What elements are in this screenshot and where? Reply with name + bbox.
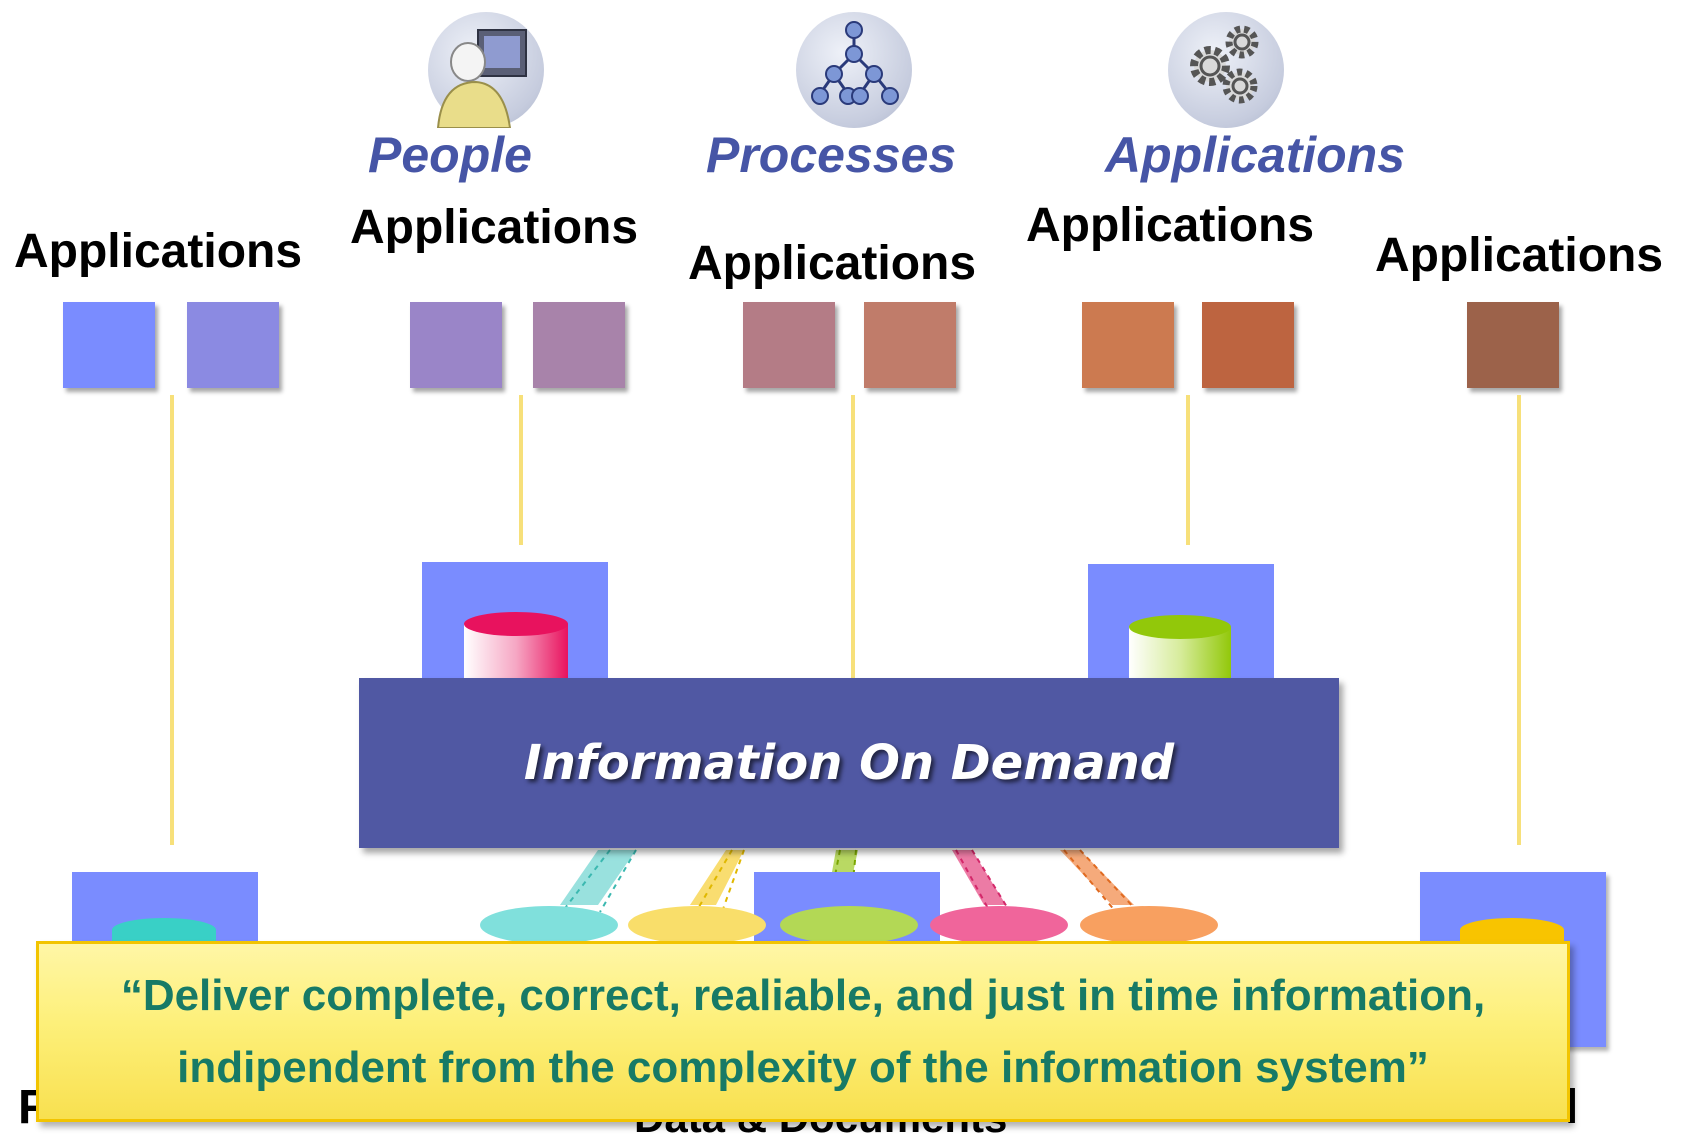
quote-line-2: indipendent from the complexity of the i… bbox=[177, 1042, 1429, 1092]
connector-line bbox=[519, 395, 523, 545]
bar-label: Information On Demand bbox=[523, 735, 1175, 791]
application-square bbox=[410, 302, 502, 388]
quote-banner: “Deliver complete, correct, realiable, a… bbox=[36, 941, 1570, 1122]
database-lime-icon bbox=[780, 906, 918, 956]
connector-line bbox=[1517, 395, 1521, 845]
category-applications: Applications bbox=[1105, 127, 1406, 183]
application-square bbox=[1082, 302, 1174, 388]
person-at-computer-icon bbox=[436, 29, 527, 129]
application-square bbox=[864, 302, 956, 388]
process-tree-icon bbox=[811, 21, 899, 105]
processes-icon-circle bbox=[796, 12, 912, 128]
application-square bbox=[187, 302, 279, 388]
application-square bbox=[743, 302, 835, 388]
category-people: People bbox=[368, 127, 532, 183]
people-icon-circle bbox=[428, 12, 544, 129]
connector-line bbox=[1186, 395, 1190, 545]
applications-label-2: Applications bbox=[350, 201, 639, 254]
applications-label-3: Applications bbox=[688, 237, 977, 290]
gears-icon bbox=[1190, 25, 1259, 104]
applications-label-4: Applications bbox=[1026, 199, 1315, 252]
connector-line bbox=[170, 395, 174, 845]
database-pink-icon bbox=[464, 612, 568, 682]
category-processes: Processes bbox=[706, 127, 957, 183]
application-square bbox=[63, 302, 155, 388]
database-green-icon bbox=[1129, 615, 1231, 685]
connector-line bbox=[851, 395, 855, 680]
database-yellow-icon bbox=[628, 906, 766, 956]
applications-label-5: Applications bbox=[1375, 229, 1664, 282]
database-orange-icon bbox=[1080, 906, 1218, 956]
application-square bbox=[1202, 302, 1294, 388]
quote-line-1: “Deliver complete, correct, realiable, a… bbox=[120, 970, 1486, 1020]
application-square bbox=[533, 302, 625, 388]
application-square bbox=[1467, 302, 1559, 388]
applications-icon-circle bbox=[1168, 12, 1284, 128]
database-magenta-icon bbox=[930, 906, 1068, 956]
applications-label-1: Applications bbox=[14, 225, 303, 278]
information-on-demand-bar: Information On Demand bbox=[359, 678, 1339, 848]
database-cyan-icon bbox=[480, 906, 618, 956]
